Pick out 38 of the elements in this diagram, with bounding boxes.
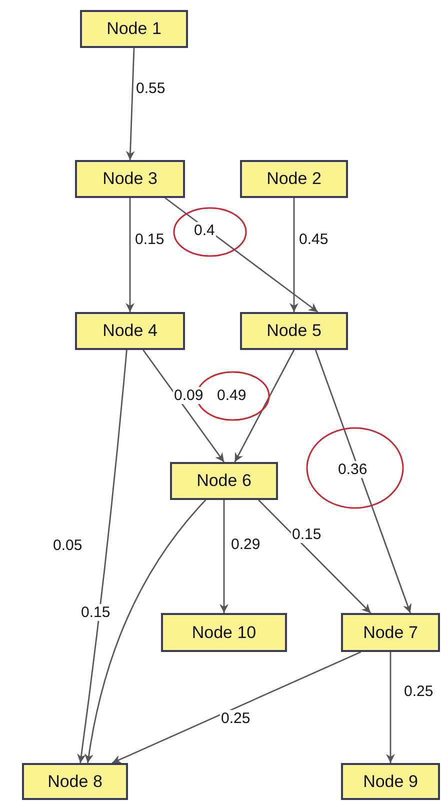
process-box	[341, 763, 440, 800]
node-label: Node 10	[192, 622, 256, 642]
node-label: Node 3	[102, 169, 158, 189]
edge-label: 0.4	[193, 222, 216, 239]
arrow	[164, 197, 318, 313]
arrow	[220, 500, 228, 613]
arrow	[126, 198, 134, 312]
arrow	[84, 500, 206, 764]
arrow	[258, 500, 372, 614]
node-label: Node 1	[106, 19, 162, 39]
node-label: Node 6	[196, 471, 252, 491]
arrow	[126, 48, 135, 160]
node-label: Node 8	[48, 772, 102, 792]
edge-label: 0.15	[291, 526, 322, 543]
arrow	[314, 350, 412, 614]
process-box	[240, 160, 348, 198]
arrow	[234, 350, 295, 462]
node-label: Node 4	[102, 321, 158, 341]
process-box	[75, 160, 185, 198]
process-box	[240, 312, 348, 350]
arrow	[290, 198, 298, 312]
node-label: Node 5	[266, 321, 322, 341]
arrow	[142, 350, 225, 462]
node-label: Node 9	[363, 772, 418, 792]
node-label: Node 7	[363, 622, 418, 642]
process-box	[341, 613, 440, 652]
process-box	[75, 312, 185, 350]
edge-label: 0.36	[337, 461, 368, 478]
process-box	[22, 763, 128, 800]
arrow	[77, 350, 128, 764]
process-box	[170, 462, 278, 500]
node-label: Node 2	[266, 169, 322, 189]
process-box	[80, 10, 188, 48]
process-box	[161, 613, 287, 652]
arrow	[386, 652, 395, 763]
edge-label: 0.09	[173, 387, 204, 404]
arrow	[112, 651, 362, 764]
edge-label: 0.15	[80, 604, 112, 621]
